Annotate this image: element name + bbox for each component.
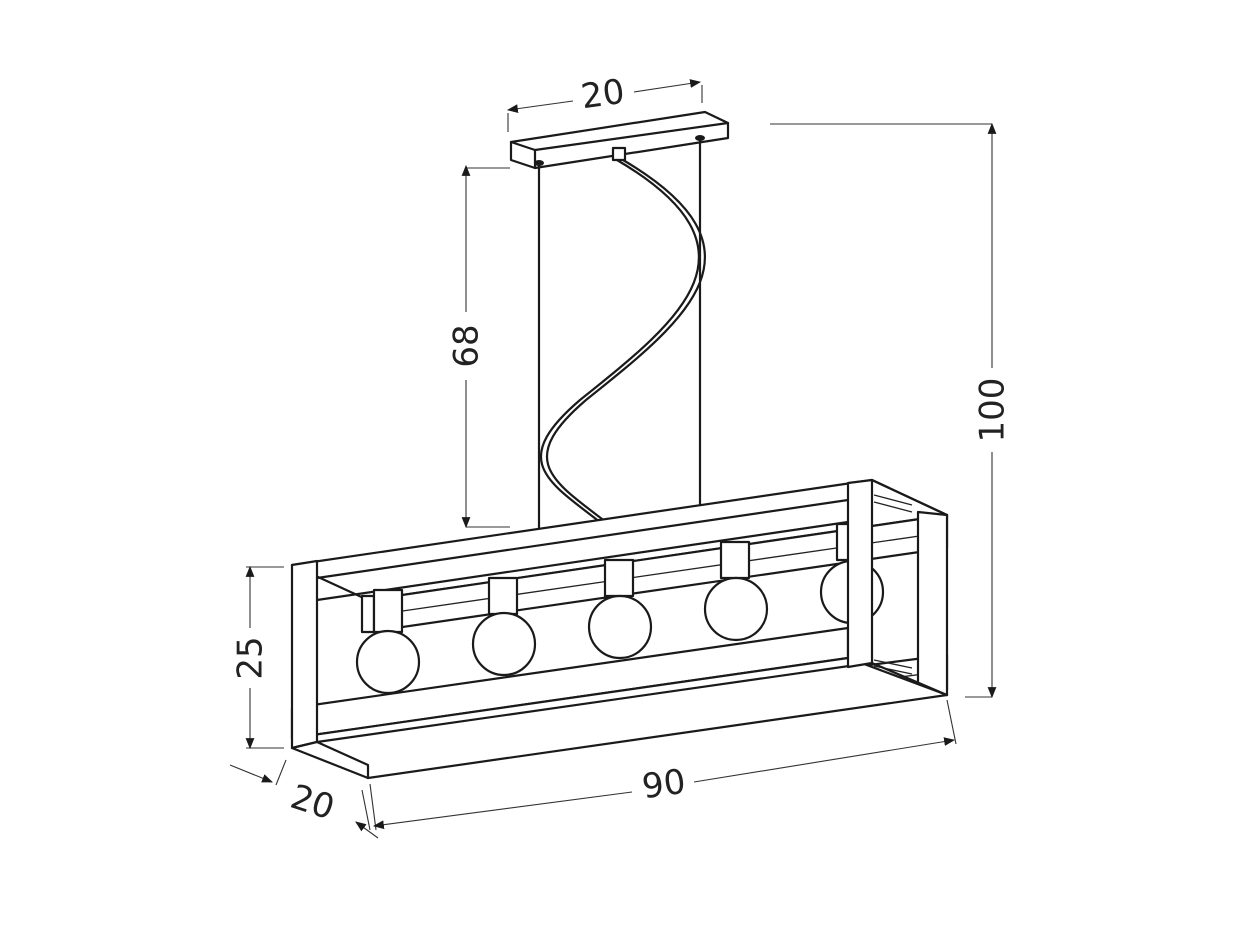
dim-label-frame-length: 90 [640,762,688,808]
dim-label-total-height: 100 [973,378,1013,443]
dim-label-canopy-width: 20 [579,72,627,118]
suspension-cables [537,138,702,530]
bulb-2 [471,576,537,677]
dim-total-height: 100 [770,122,1013,699]
dim-frame-length: 90 [369,699,957,831]
dim-label-frame-height: 25 [231,636,271,679]
power-cord [539,158,707,524]
dim-frame-height: 25 [231,565,284,750]
dim-label-cable-length: 68 [447,324,487,367]
ceiling-canopy [509,110,730,170]
bulb-4 [703,540,769,642]
dim-canopy-width: 20 [506,72,703,132]
dim-label-frame-depth: 20 [286,777,340,828]
dim-cable-length: 68 [447,164,510,529]
bulb-3 [587,558,653,660]
bulb-1 [355,588,421,695]
lamp-frame-front [290,478,949,780]
